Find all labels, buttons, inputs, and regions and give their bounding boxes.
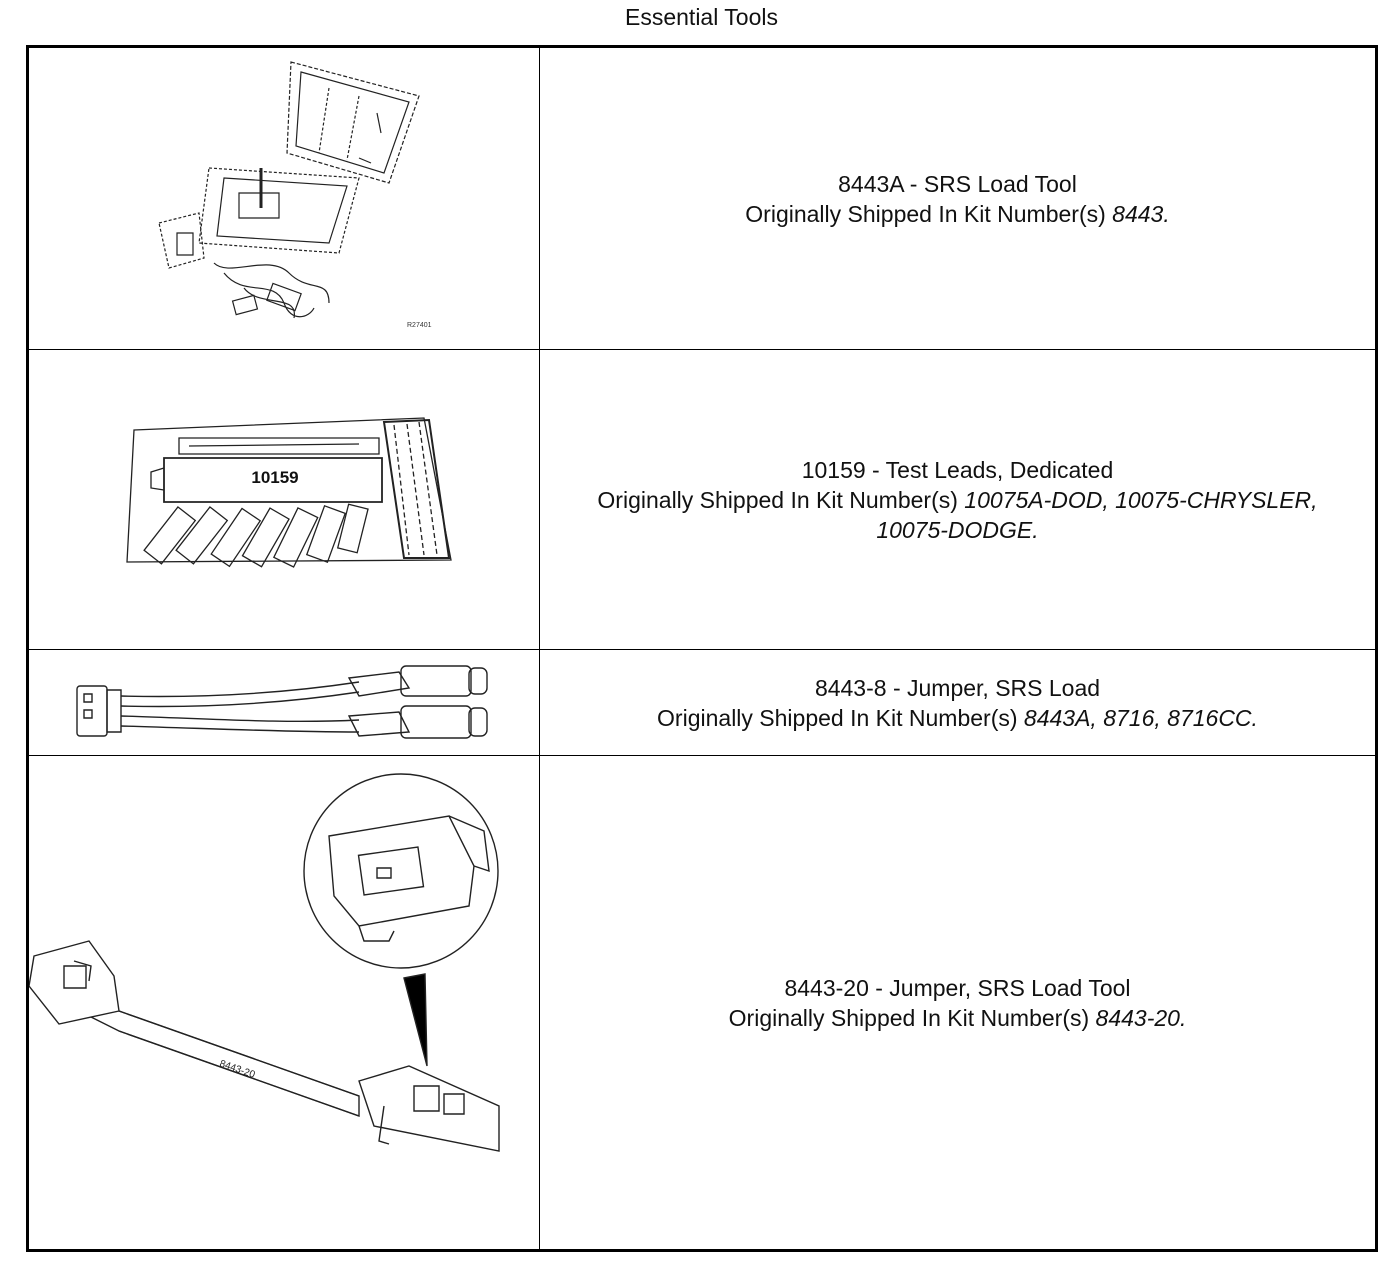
figure-code-label: R27401 bbox=[407, 322, 432, 329]
tool-illustration-cell: 10159 bbox=[29, 350, 540, 649]
kit-shipped-line: Originally Shipped In Kit Number(s) 8443… bbox=[745, 199, 1169, 229]
tool-description-cell: 8443-20 - Jumper, SRS Load Tool Original… bbox=[540, 756, 1375, 1249]
tool-name: 8443A - SRS Load Tool bbox=[838, 170, 1077, 197]
tool-part-number-label: 10159 bbox=[251, 468, 298, 487]
kit-prefix: Originally Shipped In Kit Number(s) bbox=[728, 1004, 1096, 1031]
test-leads-illustration: 10159 bbox=[29, 350, 540, 649]
tool-description-cell: 10159 - Test Leads, Dedicated Originally… bbox=[540, 350, 1375, 649]
tool-illustration-cell: 8443-20 bbox=[29, 756, 540, 1249]
kit-numbers: 8443-20. bbox=[1095, 1004, 1187, 1031]
kit-numbers: 8443A, 8716, 8716CC. bbox=[1023, 704, 1258, 731]
tool-name: 10159 - Test Leads, Dedicated bbox=[801, 456, 1114, 483]
tool-description-cell: 8443-8 - Jumper, SRS Load Originally Shi… bbox=[540, 650, 1375, 755]
jumper-harness-illustration bbox=[29, 650, 540, 755]
kit-shipped-line: Originally Shipped In Kit Number(s) 8443… bbox=[729, 1003, 1187, 1033]
page-title: Essential Tools bbox=[625, 4, 778, 30]
srs-load-tool-illustration: R27401 bbox=[29, 48, 432, 329]
table-row: 8443-8 - Jumper, SRS Load Originally Shi… bbox=[29, 650, 1375, 756]
tool-name: 8443-8 - Jumper, SRS Load bbox=[814, 674, 1101, 701]
kit-numbers: 10075A-DOD, 10075-CHRYSLER, bbox=[964, 486, 1318, 513]
kit-numbers: 8443. bbox=[1112, 200, 1170, 227]
kit-shipped-line: Originally Shipped In Kit Number(s) 1007… bbox=[597, 485, 1317, 515]
kit-shipped-line: Originally Shipped In Kit Number(s) 8443… bbox=[657, 703, 1258, 733]
table-row: R27401 8443A - SRS Load Tool Originally … bbox=[29, 48, 1375, 350]
tool-illustration-cell bbox=[29, 650, 540, 755]
kit-prefix: Originally Shipped In Kit Number(s) bbox=[745, 200, 1113, 227]
table-row: 8443-20 8443-20 - Jumper, SRS Load Tool … bbox=[29, 756, 1375, 1249]
jumper-srs-load-tool-illustration: 8443-20 bbox=[29, 756, 540, 1249]
tool-name: 8443-20 - Jumper, SRS Load Tool bbox=[784, 974, 1131, 1001]
kit-prefix: Originally Shipped In Kit Number(s) bbox=[597, 486, 965, 513]
tool-illustration-cell: R27401 bbox=[29, 48, 540, 349]
kit-prefix: Originally Shipped In Kit Number(s) bbox=[657, 704, 1024, 731]
table-row: 10159 10159 - Test Leads, Dedicated Orig… bbox=[29, 350, 1375, 650]
tool-description-cell: 8443A - SRS Load Tool Originally Shipped… bbox=[540, 48, 1375, 349]
essential-tools-table: R27401 8443A - SRS Load Tool Originally … bbox=[26, 45, 1378, 1252]
kit-numbers-continued: 10075-DODGE. bbox=[876, 516, 1039, 543]
